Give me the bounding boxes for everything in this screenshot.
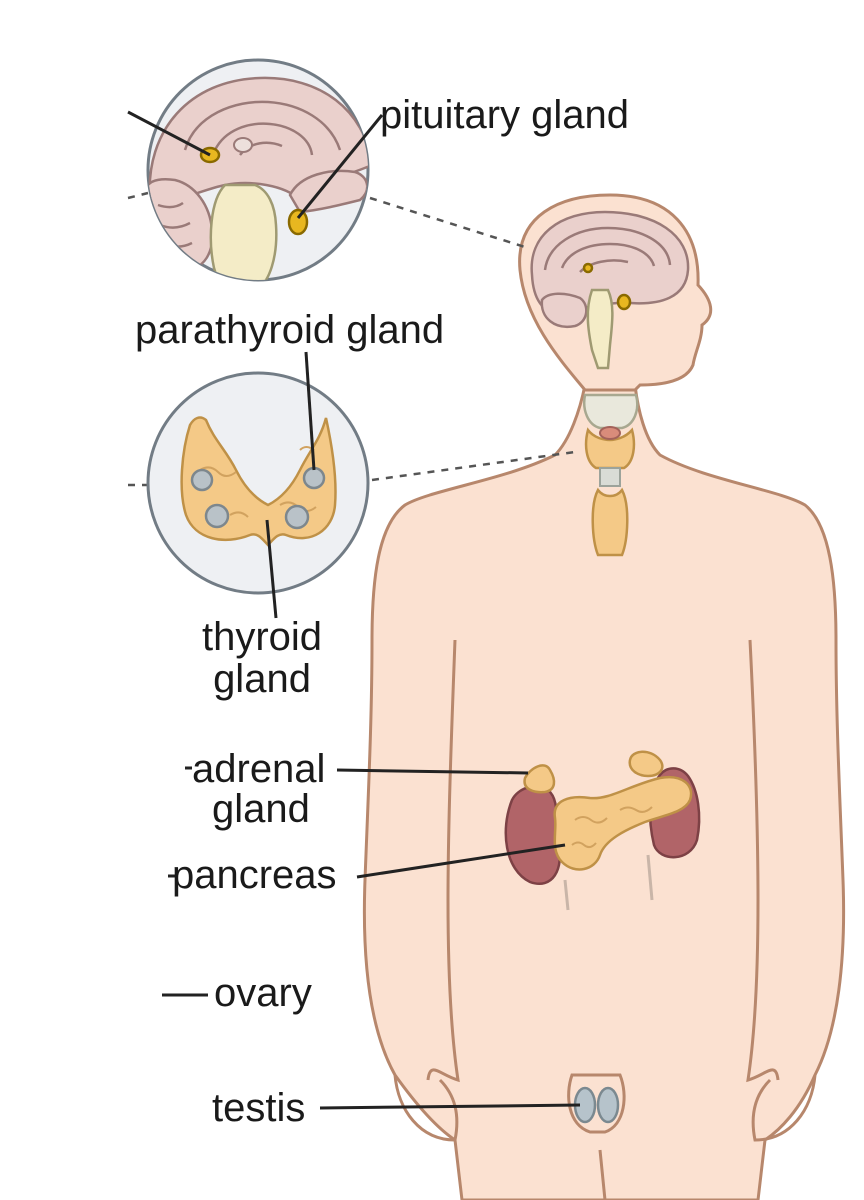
left-ureter — [563, 879, 570, 911]
pineal-in-head — [582, 262, 594, 274]
right-adrenal — [628, 750, 664, 778]
brainstem — [586, 288, 614, 370]
brain-zoom-frontal — [288, 169, 368, 214]
pancreas-leader — [356, 843, 566, 879]
brain-fold — [543, 226, 672, 271]
ovary-label: ovary — [214, 971, 312, 1015]
left-hand — [393, 1074, 459, 1142]
brain-fold — [560, 242, 656, 269]
thyroid-zoom-texture — [199, 446, 317, 518]
adrenal-leader — [336, 768, 529, 775]
cerebellum — [540, 292, 588, 329]
parathyroid-label: parathyroid gland — [135, 308, 444, 352]
pituitary-zoom — [287, 208, 309, 236]
pituitary-in-head — [616, 293, 632, 311]
left-kidney — [504, 785, 562, 885]
right-arm-line — [746, 639, 780, 1083]
right-hand — [751, 1074, 817, 1142]
right-ureter — [646, 854, 654, 901]
brain-callout-dashline — [369, 196, 529, 250]
pituitary-label: pituitary gland — [380, 93, 629, 137]
brain-zoom-callout — [146, 58, 370, 282]
parathyroid-1 — [190, 468, 214, 492]
parathyroid-2 — [302, 466, 326, 490]
thymus — [591, 487, 629, 557]
thyroid-callout-dashline — [371, 450, 576, 482]
pancreas-label: pancreas — [172, 853, 337, 897]
brain-fold — [579, 259, 629, 273]
thyroid-zoom-callout — [146, 371, 370, 595]
brain-zoom-fold — [213, 122, 314, 156]
brain-zoom-ventricle — [233, 137, 253, 153]
brain-zoom-fold — [183, 100, 342, 151]
cricoid — [599, 426, 621, 440]
thyroid-leader — [265, 519, 278, 619]
trachea — [599, 467, 621, 487]
body-outline — [362, 383, 846, 1200]
abdomen-organs — [504, 750, 701, 911]
brain-zoom-brainstem — [209, 183, 278, 280]
thyroid-label-line1: thyroid — [202, 615, 322, 659]
right-testis — [596, 1086, 620, 1124]
parathyroid-4 — [284, 504, 310, 530]
pituitary-leader — [296, 114, 384, 219]
testis-leader — [319, 1103, 581, 1110]
adrenal-label-line2: gland — [212, 787, 310, 831]
groin — [567, 1073, 626, 1134]
leg-divider — [598, 1149, 607, 1200]
neck-glands — [583, 393, 639, 557]
head-brain — [530, 210, 690, 370]
parathyroid-3 — [204, 503, 230, 529]
brain-callout-dashline-left — [127, 191, 149, 200]
adrenal-label-line1: adrenal — [192, 747, 325, 791]
pancreas-texture — [571, 806, 653, 849]
thyroid-in-neck — [584, 427, 636, 470]
left-adrenal — [523, 764, 556, 794]
left-arm-line — [426, 639, 460, 1083]
thyroid-label-line2: gland — [213, 657, 311, 701]
larynx — [583, 393, 639, 430]
testis-label: testis — [212, 1086, 305, 1130]
parathyroid-leader — [304, 351, 316, 471]
pineal-leader — [127, 110, 211, 157]
